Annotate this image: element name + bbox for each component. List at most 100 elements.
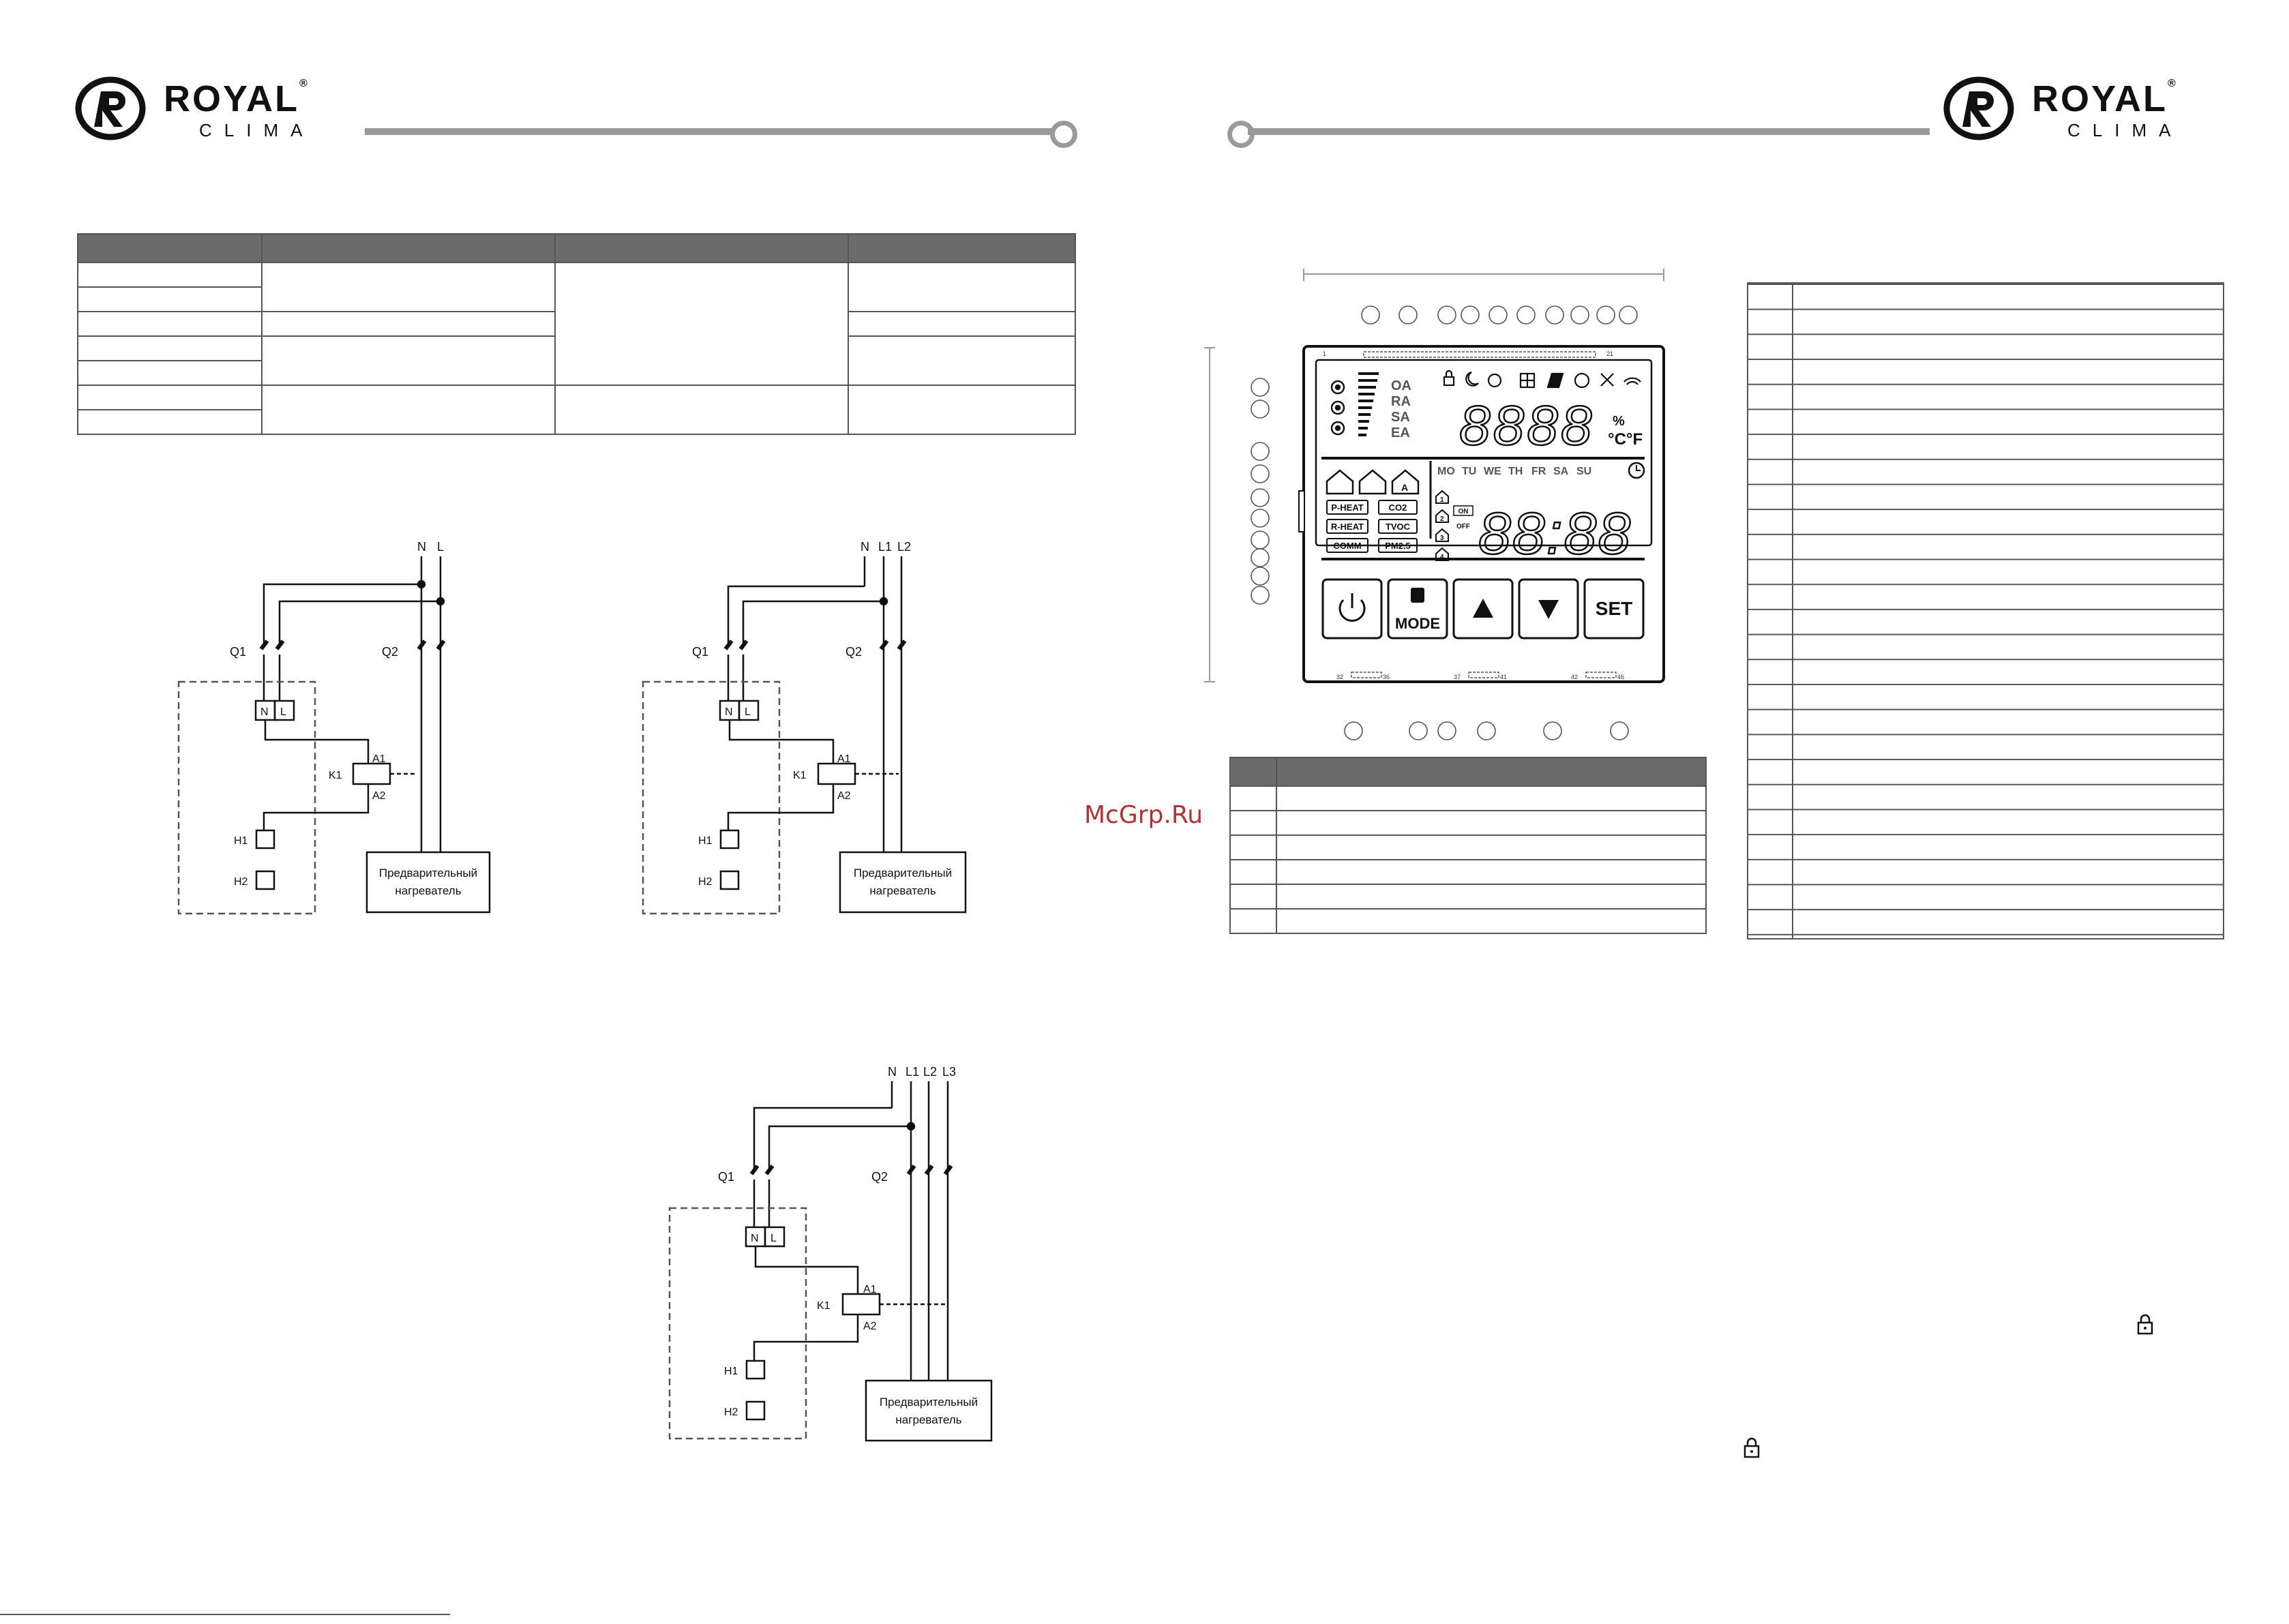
terminal-label: L bbox=[437, 540, 444, 554]
wiring-diagram-1: N L Q1 Q2 N L A1 A2 K1 H1 H2 Предварител… bbox=[177, 540, 491, 915]
on-label: ON bbox=[1458, 508, 1469, 515]
clock-icon bbox=[1628, 462, 1645, 479]
svg-text:A2: A2 bbox=[837, 790, 851, 802]
fan-icon bbox=[1330, 380, 1345, 436]
svg-text:L3: L3 bbox=[942, 1065, 956, 1079]
table-row bbox=[77, 286, 1075, 312]
svg-text:нагреватель: нагреватель bbox=[395, 884, 461, 897]
svg-text:1: 1 bbox=[1323, 350, 1326, 357]
watermark-text: McGrp.Ru bbox=[1084, 801, 1203, 829]
header-rule-left bbox=[365, 128, 1053, 135]
spec-table bbox=[77, 233, 1076, 435]
svg-text:32: 32 bbox=[1336, 674, 1343, 680]
terminal-label: N bbox=[417, 540, 426, 554]
callout-table-large bbox=[1747, 282, 2224, 939]
house-auto-icon bbox=[1391, 469, 1420, 495]
pin-strip-top bbox=[1363, 351, 1596, 358]
down-button[interactable] bbox=[1518, 578, 1579, 640]
moon-icon bbox=[1465, 371, 1479, 387]
callout-markers-top bbox=[1361, 305, 1638, 325]
svg-text:1: 1 bbox=[1440, 496, 1444, 504]
svg-text:41: 41 bbox=[1500, 674, 1507, 680]
brand-logo-right: ROYAL® CLIMA bbox=[1943, 76, 2230, 141]
brand-sub: CLIMA bbox=[199, 120, 315, 140]
day-su: SU bbox=[1576, 466, 1591, 477]
house-icon bbox=[1358, 469, 1387, 495]
svg-text:37: 37 bbox=[1454, 674, 1461, 680]
svg-text:3: 3 bbox=[1440, 535, 1444, 542]
q2-label: Q2 bbox=[382, 645, 398, 659]
svg-text:нагреватель: нагреватель bbox=[895, 1413, 961, 1426]
triangle-down-icon bbox=[1538, 600, 1559, 619]
table-row bbox=[77, 360, 1075, 386]
air-label-ra: RA bbox=[1391, 394, 1411, 409]
svg-text:4: 4 bbox=[1440, 554, 1444, 561]
svg-text:H1: H1 bbox=[724, 1366, 738, 1377]
day-we: WE bbox=[1484, 466, 1501, 477]
svg-text:Q2: Q2 bbox=[871, 1170, 888, 1184]
svg-text:21: 21 bbox=[1606, 350, 1613, 357]
unit-percent: % bbox=[1613, 414, 1625, 429]
svg-text:A1: A1 bbox=[372, 753, 386, 765]
svg-text:L2: L2 bbox=[923, 1065, 937, 1079]
snowflake-icon bbox=[1487, 373, 1502, 388]
pin-strip-bottom bbox=[1351, 672, 1382, 678]
svg-text:N: N bbox=[888, 1065, 897, 1079]
pin-strip-bottom bbox=[1585, 672, 1617, 678]
svg-text:H1: H1 bbox=[698, 835, 713, 847]
svg-text:H2: H2 bbox=[698, 876, 713, 888]
svg-text:N: N bbox=[861, 540, 869, 554]
power-icon bbox=[1338, 599, 1366, 622]
lock-icon bbox=[2137, 1314, 2153, 1335]
svg-text:2: 2 bbox=[1440, 515, 1444, 523]
header-rule-right bbox=[1248, 128, 1930, 135]
mode-label-r-heat: R-HEAT bbox=[1331, 522, 1364, 532]
lcd-screen bbox=[1315, 359, 1653, 547]
mode-label-comm: COMM bbox=[1333, 541, 1361, 551]
svg-text:K1: K1 bbox=[793, 770, 807, 781]
svg-text:Q1: Q1 bbox=[692, 645, 708, 659]
up-button[interactable] bbox=[1452, 578, 1514, 640]
svg-text:L: L bbox=[771, 1233, 777, 1244]
table-row bbox=[1229, 810, 1707, 836]
svg-text:L: L bbox=[745, 706, 751, 718]
mode-button[interactable]: MODE bbox=[1387, 578, 1448, 640]
clock-digits: 88:88 bbox=[1478, 501, 1632, 567]
table-row bbox=[77, 311, 1076, 337]
air-label-ea: EA bbox=[1391, 425, 1410, 440]
air-label-sa: SA bbox=[1391, 410, 1410, 425]
sensor-label-pm25: PM2.5 bbox=[1385, 541, 1411, 551]
svg-text:K1: K1 bbox=[817, 1300, 831, 1312]
top-digits: 8888 bbox=[1459, 395, 1594, 457]
mode-icon bbox=[1411, 588, 1424, 603]
svg-text:A1: A1 bbox=[863, 1284, 877, 1295]
table-row bbox=[77, 409, 1075, 435]
wiring-diagrams: N L Q1 Q2 N L A1 A2 K1 H1 H2 Предварител… bbox=[0, 540, 993, 1615]
set-button[interactable]: SET bbox=[1583, 578, 1645, 640]
day-tu: TU bbox=[1462, 466, 1476, 477]
table-row bbox=[1229, 785, 1707, 811]
mode-button-label: MODE bbox=[1395, 615, 1440, 632]
svg-text:N: N bbox=[260, 706, 269, 718]
q1-label: Q1 bbox=[230, 645, 246, 659]
off-label: OFF bbox=[1456, 523, 1470, 530]
tools-icon bbox=[1600, 373, 1614, 387]
gauge-icon bbox=[1574, 372, 1590, 389]
table-row bbox=[1229, 908, 1707, 934]
table-row bbox=[77, 385, 1076, 435]
table-header-row bbox=[1229, 757, 1707, 787]
callout-markers-bottom bbox=[1344, 721, 1629, 740]
sensor-label-co2: CO2 bbox=[1389, 502, 1407, 513]
wiring-diagram-3: N L1 L2 L3 Q1 Q2 N L A1 A2 K1 H1 H2 bbox=[668, 1065, 993, 1442]
brand-name: ROYAL bbox=[2032, 78, 2168, 119]
svg-text:Предварительный: Предварительный bbox=[880, 1396, 978, 1409]
home-3-icon bbox=[1435, 528, 1449, 542]
callout-markers-left bbox=[1251, 378, 1270, 605]
svg-text:Предварительный: Предварительный bbox=[854, 867, 952, 879]
filter-icon bbox=[1546, 372, 1564, 389]
callout-table-small bbox=[1229, 757, 1707, 934]
svg-text:H1: H1 bbox=[234, 835, 248, 847]
brand-logo-left: ROYAL® CLIMA bbox=[75, 76, 361, 141]
sensor-label-tvoc: TVOC bbox=[1386, 522, 1411, 532]
power-button[interactable] bbox=[1321, 578, 1383, 640]
